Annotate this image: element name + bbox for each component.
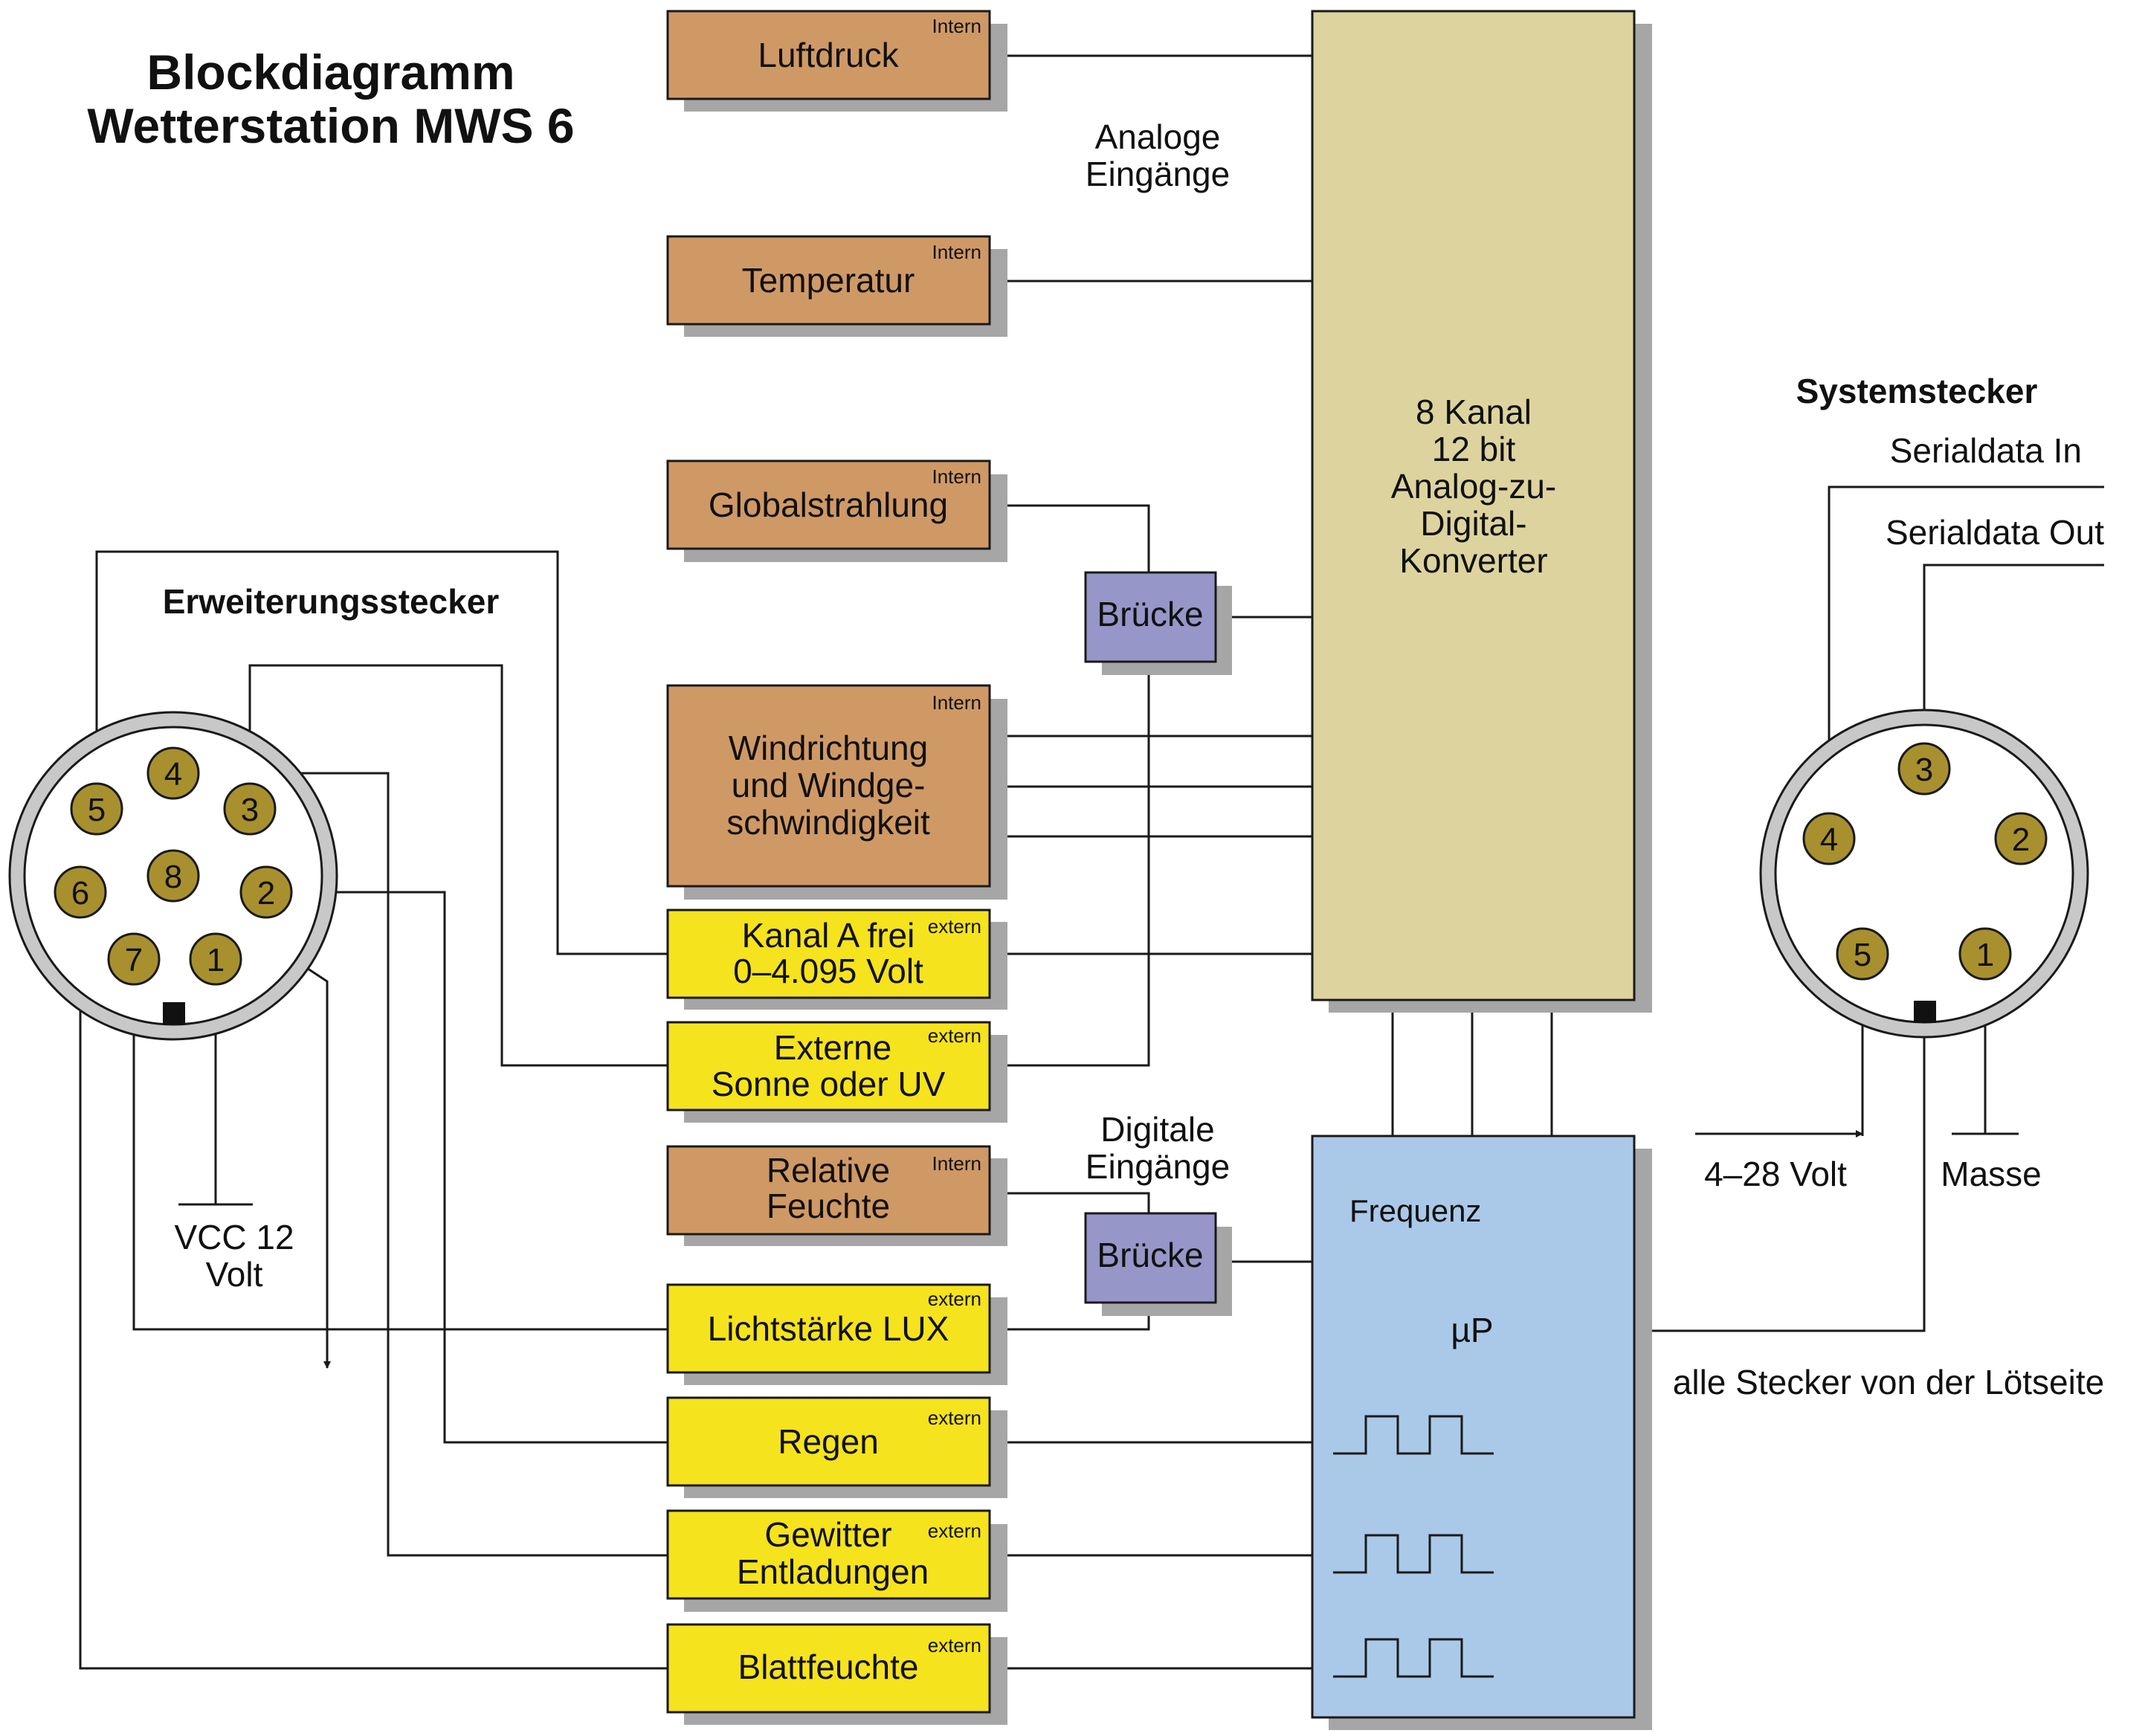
- sensor-lichtstaerke-tag: extern: [928, 1288, 981, 1310]
- sensor-kanal-a-line-1: Kanal A frei: [742, 916, 915, 955]
- adc-line-5: Konverter: [1399, 541, 1547, 580]
- adc-line-4: Digital-: [1420, 504, 1526, 543]
- bridge-analog: Brücke: [1084, 571, 1232, 675]
- sensor-wind-line-3: schwindigkeit: [726, 803, 930, 842]
- sensor-relative-feuchte-tag: Intern: [932, 1152, 982, 1175]
- footer-note: alle Stecker von der Lötseite: [1673, 1363, 2104, 1401]
- pulse-signal-icon-1: [1333, 1415, 1494, 1455]
- sensor-gewitter: Gewitter Entladungen extern: [666, 1509, 1007, 1612]
- erweiterung-pin-2-label: 2: [257, 875, 275, 911]
- serialdata-in-label: Serialdata In: [1890, 431, 2082, 470]
- adc-line-3: Analog-zu-: [1391, 467, 1556, 506]
- erweiterung-pin-5-label: 5: [88, 792, 106, 828]
- sensor-kanal-a-tag: extern: [928, 915, 981, 938]
- voltage-label: 4–28 Volt: [1704, 1155, 1847, 1193]
- sensor-globalstrahlung-label: Globalstrahlung: [709, 485, 948, 524]
- title-line-2: Wetterstation MWS 6: [87, 98, 574, 153]
- digital-inputs-label-2: Eingänge: [1086, 1147, 1230, 1186]
- sensor-temperatur-label: Temperatur: [742, 261, 915, 300]
- vcc-label-1: VCC 12: [174, 1218, 294, 1256]
- sensor-lichtstaerke: Lichtstärke LUX extern: [666, 1283, 1007, 1385]
- sensor-globalstrahlung: Globalstrahlung Intern: [666, 459, 1007, 562]
- system-pin-1: 1: [1958, 927, 2012, 981]
- erweiterung-pin-8-label: 8: [164, 859, 182, 895]
- sensor-relative-feuchte-line-1: Relative: [767, 1151, 890, 1190]
- pulse-signal-icon-3: [1333, 1638, 1494, 1678]
- bridge-analog-label: Brücke: [1097, 595, 1203, 633]
- sensor-luftdruck: Luftdruck Intern: [666, 10, 1007, 112]
- frequency-title: Frequenz: [1349, 1193, 1481, 1228]
- sensor-blattfeuchte-label: Blattfeuchte: [738, 1648, 919, 1686]
- analog-inputs-label-1: Analoge: [1095, 117, 1221, 156]
- system-pin-4-label: 4: [1820, 822, 1838, 858]
- analog-inputs-label-2: Eingänge: [1086, 155, 1230, 193]
- system-pin-5-label: 5: [1854, 937, 1871, 973]
- erweiterung-pin-4: 4: [146, 746, 200, 800]
- sensor-lichtstaerke-label: Lichtstärke LUX: [708, 1309, 949, 1348]
- adc-line-1: 8 Kanal: [1416, 393, 1532, 431]
- bridge-digital-label: Brücke: [1097, 1236, 1203, 1274]
- adc-line-2: 12 bit: [1432, 430, 1516, 468]
- sensor-kanal-a-line-2: 0–4.095 Volt: [733, 952, 923, 990]
- erweiterung-pin-4-label: 4: [164, 756, 182, 793]
- erweiterung-pin-7-label: 7: [125, 942, 143, 978]
- sensor-regen: Regen extern: [666, 1396, 1007, 1498]
- erweiterung-pin-6: 6: [54, 865, 107, 919]
- sensor-wind: Windrichtung und Windge- schwindigkeit I…: [666, 684, 1007, 900]
- title-line-1: Blockdiagramm: [146, 45, 515, 100]
- system-pin-2-label: 2: [2012, 822, 2030, 858]
- erweiterung-pin-1: 1: [189, 932, 242, 986]
- sensor-regen-tag: extern: [928, 1407, 981, 1429]
- system-pin-3: 3: [1897, 742, 1951, 796]
- sensor-gewitter-tag: extern: [928, 1520, 981, 1542]
- sensor-blattfeuchte: Blattfeuchte extern: [666, 1623, 1007, 1725]
- sensor-externe-sonne: Externe Sonne oder UV extern: [666, 1021, 1007, 1123]
- sensor-blattfeuchte-tag: extern: [928, 1634, 981, 1656]
- erweiterung-pin-1-label: 1: [207, 942, 225, 978]
- sensor-gewitter-line-2: Entladungen: [737, 1552, 929, 1591]
- sensor-relative-feuchte: Relative Feuchte Intern: [666, 1145, 1007, 1246]
- sensor-wind-line-1: Windrichtung: [729, 729, 928, 767]
- sensor-gewitter-line-1: Gewitter: [764, 1515, 891, 1554]
- system-pin-4: 4: [1802, 812, 1856, 865]
- sensor-externe-sonne-line-2: Sonne oder UV: [712, 1065, 946, 1103]
- vcc-label-2: Volt: [206, 1255, 263, 1294]
- sensor-kanal-a: Kanal A frei 0–4.095 Volt extern: [666, 909, 1007, 1010]
- erweiterung-pin-8: 8: [146, 849, 200, 903]
- erweiterung-pin-6-label: 6: [71, 875, 89, 911]
- sensor-temperatur-tag: Intern: [932, 241, 982, 263]
- ground-label: Masse: [1941, 1155, 2041, 1193]
- pulse-signal-icon-2: [1333, 1534, 1494, 1574]
- sensor-wind-tag: Intern: [932, 691, 982, 714]
- bridge-digital: Brücke: [1084, 1212, 1232, 1316]
- erweiterung-title: Erweiterungsstecker: [163, 582, 500, 621]
- erweiterung-key-notch: [163, 1002, 185, 1025]
- sensor-externe-sonne-line-1: Externe: [774, 1028, 892, 1067]
- system-pin-5: 5: [1836, 927, 1889, 981]
- sensor-globalstrahlung-tag: Intern: [932, 465, 982, 488]
- system-pin-3-label: 3: [1915, 752, 1933, 788]
- microprocessor-label: µP: [1451, 1311, 1493, 1349]
- frequency-block: Frequenz µP: [1311, 1135, 1652, 1730]
- system-pin-1-label: 1: [1976, 937, 1994, 973]
- sensor-luftdruck-label: Luftdruck: [758, 36, 899, 74]
- serialdata-out-label: Serialdata Out: [1886, 513, 2104, 552]
- sensor-wind-line-2: und Windge-: [732, 766, 926, 804]
- digital-inputs-label-1: Digitale: [1100, 1110, 1214, 1149]
- erweiterung-pin-2: 2: [239, 865, 293, 919]
- erweiterung-pin-3-label: 3: [241, 792, 259, 828]
- system-pin-2: 2: [1994, 812, 2048, 865]
- erweiterung-pin-7: 7: [107, 932, 161, 986]
- adc-block: 8 Kanal 12 bit Analog-zu- Digital- Konve…: [1311, 10, 1652, 1013]
- sensor-luftdruck-tag: Intern: [932, 15, 982, 37]
- system-key-notch: [1914, 1001, 1936, 1023]
- sensor-externe-sonne-tag: extern: [928, 1025, 981, 1047]
- sensor-relative-feuchte-line-2: Feuchte: [767, 1187, 890, 1225]
- sensor-temperatur: Temperatur Intern: [666, 235, 1007, 337]
- system-title: Systemstecker: [1796, 372, 2038, 410]
- erweiterung-pin-3: 3: [223, 782, 277, 836]
- sensor-regen-label: Regen: [778, 1422, 879, 1461]
- erweiterung-pin-5: 5: [70, 782, 123, 836]
